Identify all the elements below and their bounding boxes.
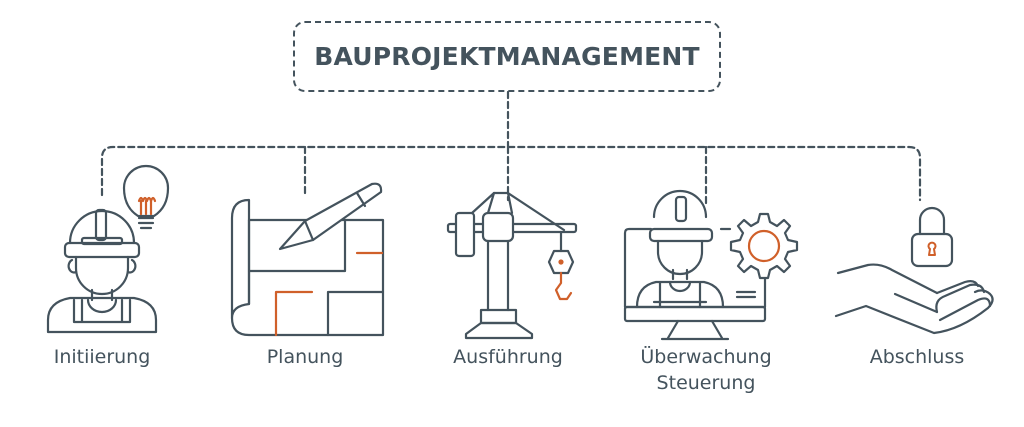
phase-label-abschluss: Abschluss: [869, 346, 965, 368]
phase-label-ueberwachung: Überwachung: [640, 346, 772, 368]
title-box: BAUPROJEKTMANAGEMENT: [293, 21, 721, 92]
padlock-icon: [910, 206, 954, 268]
lightbulb-icon: [122, 164, 170, 230]
hand-with-padlock-icon: [834, 206, 994, 335]
connector-lines: [100, 90, 922, 205]
phase-label-steuerung: Steuerung: [656, 372, 756, 394]
pencil-icon: [278, 182, 383, 251]
worker-with-lightbulb-icon: [46, 164, 170, 334]
crane-icon: [446, 191, 578, 340]
diagram-title: BAUPROJEKTMANAGEMENT: [314, 42, 700, 71]
blueprint-with-pencil-icon: [230, 182, 385, 337]
phase-label-initiierung: Initiierung: [53, 346, 151, 368]
worker-on-monitor-with-gear-icon: [623, 189, 799, 341]
phase-label-planung: Planung: [266, 346, 344, 368]
phase-label-ausfuehrung: Ausführung: [453, 346, 563, 368]
gear-icon: [729, 212, 799, 280]
